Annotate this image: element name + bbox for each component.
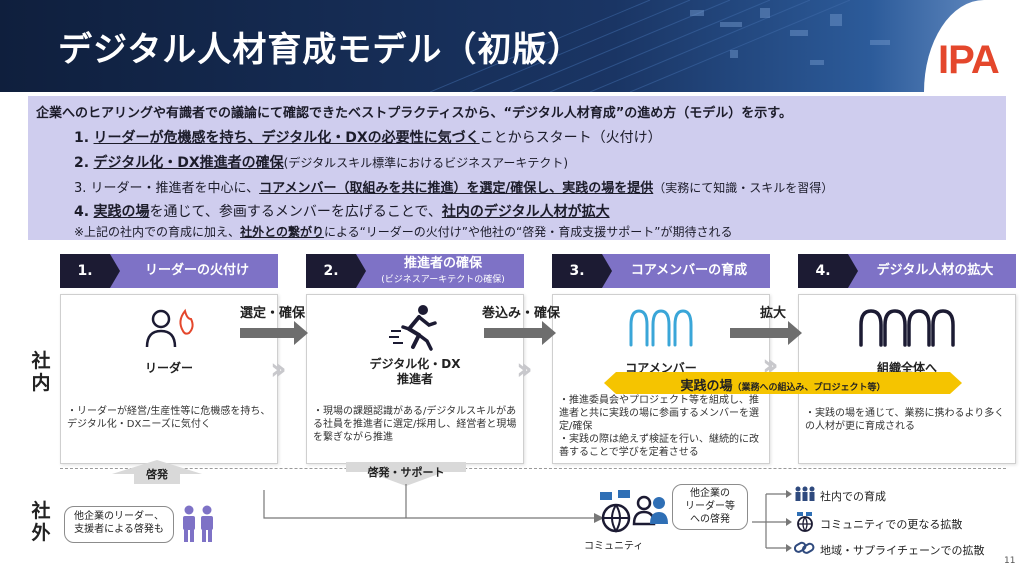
result-regional-spread: 地域・サプライチェーンでの拡散 <box>820 544 985 557</box>
external-leader-note: 他企業のリーダー、 支援者による啓発も <box>64 506 174 543</box>
organization-icon <box>859 309 955 347</box>
arrow-involve-secure-label: 巻込み・確保 <box>482 306 561 321</box>
external-label: 社 外 <box>31 500 51 544</box>
external-area <box>60 468 1006 581</box>
card-organization-name: 組織全体へ <box>876 361 937 375</box>
header-decoration <box>430 0 890 92</box>
summary-point-4: 4. 実践の場を通じて、参画するメンバーを広げることで、社内のデジタル人材が拡大 <box>74 204 610 220</box>
page-title: デジタル人材育成モデル（初版） <box>58 30 583 70</box>
user-group-icon <box>632 495 668 526</box>
step-tab-4: 4. デジタル人材の拡大 <box>798 254 1016 288</box>
summary-note: ※上記の社内での育成に加え、社外との繋がりによる“リーダーの火付け”や他社の“啓… <box>74 225 733 239</box>
up-arrow-enlighten-label: 啓発 <box>146 468 168 481</box>
summary-point-3: 3. リーダー・推進者を中心に、コアメンバー（取組みを共に推進）を選定/確保し、… <box>74 181 834 196</box>
leader-fire-icon <box>145 308 194 348</box>
card-leader-name: リーダー <box>144 361 193 375</box>
internal-label: 社 内 <box>31 350 51 394</box>
card-leader: リーダー ・リーダーが経営/生産性等に危機感を持ち、デジタル化・DXニーズに気付… <box>60 294 278 464</box>
card-core-members-desc-1: ・推進委員会やプロジェクト等を組成し、推進者と共に実践の場に参画するメンバーを選… <box>559 395 759 432</box>
support-connector <box>263 484 604 523</box>
globe-icon <box>797 512 813 532</box>
step-tab-3: 3. コアメンバーの育成 <box>552 254 770 288</box>
step-tab-1: 1. リーダーの火付け <box>60 254 278 288</box>
branch-arrows <box>752 490 792 552</box>
card-promoter-desc: ・現場の課題認識がある/デジタルスキルがある社員を推進者に選定/採用し、経営者と… <box>313 406 517 443</box>
people-icon <box>183 505 213 542</box>
arrow-expand <box>730 321 802 345</box>
arrow-select-secure <box>240 321 308 345</box>
summary-box: 企業へのヒアリングや有識者での議論にて確認できたベストプラクティスから、“デジタ… <box>28 96 1006 240</box>
page-number: 11 <box>1004 556 1016 566</box>
arrow-select-secure-label: 選定・確保 <box>240 306 306 321</box>
chevron-right-icon: ›› <box>516 352 532 387</box>
step-tab-2: 2. 推進者の確保 (ビジネスアーキテクトの確保) <box>306 254 524 288</box>
running-person-icon <box>389 305 437 351</box>
arrow-involve-secure <box>484 321 556 345</box>
chain-link-icon <box>794 541 815 554</box>
external-enlighten-note: 他企業の リーダー等 への啓発 <box>672 484 748 530</box>
practice-field-bar <box>604 372 962 394</box>
ipa-logo: IPA <box>938 38 1000 82</box>
community-globe-icon <box>600 490 631 533</box>
card-leader-desc: ・リーダーが経営/生産性等に危機感を持ち、デジタル化・DXニーズに気付く <box>67 406 271 430</box>
summary-point-1: 1. リーダーが危機感を持ち、デジタル化・DXの必要性に気づくことからスタート（… <box>74 130 662 146</box>
down-arrow-support-label: 啓発・サポート <box>367 466 445 479</box>
team-icon <box>795 486 815 501</box>
core-members-icon <box>629 309 693 347</box>
card-promoter-name: デジタル化・DX 推進者 <box>369 357 461 386</box>
practice-field-label: 実践の場（業務への組込み、プロジェクト等） <box>680 379 886 394</box>
down-arrow-support <box>346 462 466 486</box>
summary-point-2: 2. デジタル化・DX推進者の確保(デジタルスキル標準におけるビジネスアーキテク… <box>74 155 569 171</box>
arrow-expand-label: 拡大 <box>760 306 787 321</box>
result-community-spread: コミュニティでの更なる拡散 <box>820 518 963 531</box>
summary-intro: 企業へのヒアリングや有識者での議論にて確認できたベストプラクティスから、“デジタ… <box>36 106 793 121</box>
community-label: コミュニティ <box>584 541 644 552</box>
card-core-members-name: コアメンバー <box>625 361 697 375</box>
result-internal-growth: 社内での育成 <box>820 490 886 503</box>
header-banner: デジタル人材育成モデル（初版） <box>0 0 1024 92</box>
card-core-members-desc-2: ・実践の際は絶えず検証を行い、継続的に改善することで学びを定着させる <box>559 434 759 458</box>
card-organization-desc: ・実践の場を通じて、業務に携わるより多くの人材が更に育成される <box>805 408 1005 432</box>
up-arrow-enlighten <box>112 460 202 484</box>
chevron-right-icon: ›› <box>270 352 286 387</box>
card-promoter: デジタル化・DX 推進者 ・現場の課題認識がある/デジタルスキルがある社員を推進… <box>306 294 524 464</box>
